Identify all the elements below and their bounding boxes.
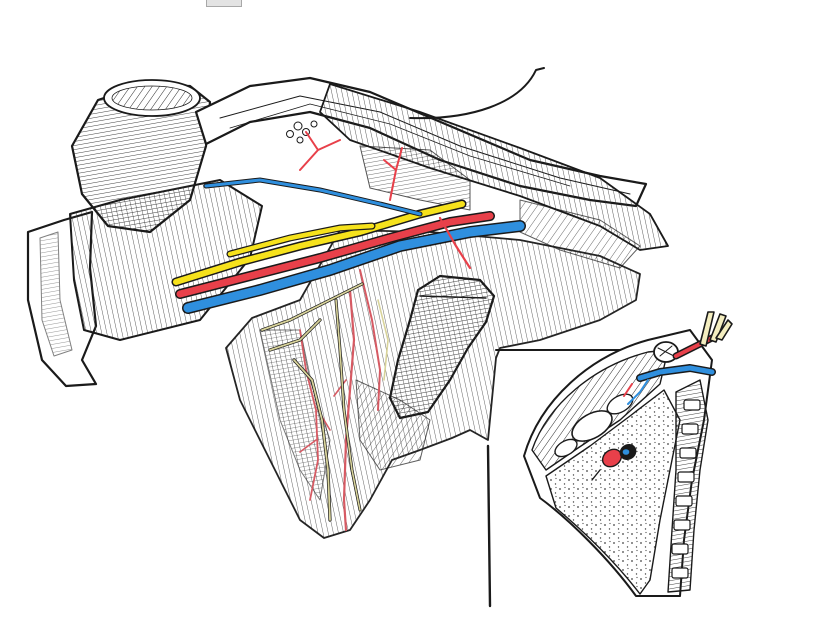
- skin-incision-line: [409, 67, 545, 120]
- shoulder-dissection: [26, 67, 669, 608]
- neurovascular-bundle: [171, 131, 526, 532]
- thoracic-wall: [225, 229, 641, 539]
- inset-nerve-roots: [699, 311, 733, 347]
- inset-cross-section: [523, 311, 733, 597]
- thoracoacromial-artery: [299, 131, 403, 201]
- inset-vessel-cluster: [591, 443, 637, 481]
- lateral-thoracic-artery: [342, 288, 356, 532]
- corner-tab: [206, 0, 242, 7]
- pectoralis-minor-band: [319, 83, 669, 251]
- scale-bar-vertical: [486, 444, 492, 608]
